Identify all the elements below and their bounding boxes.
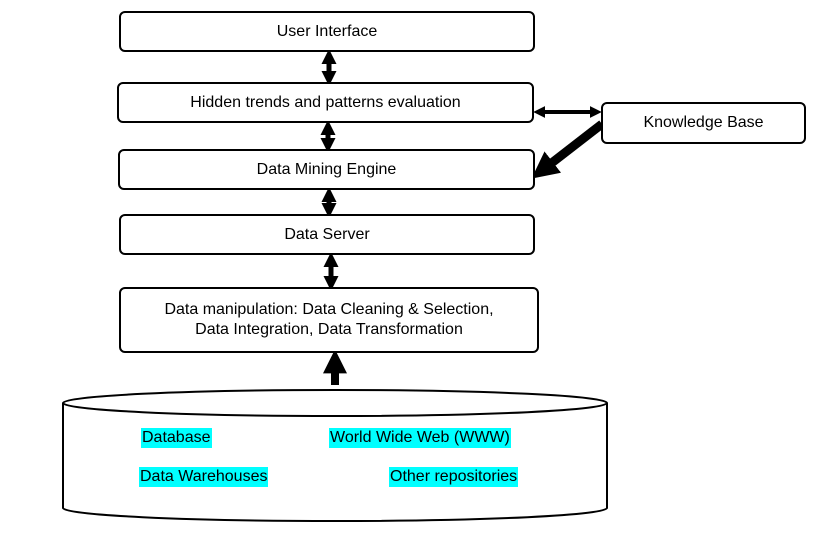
data-mining-engine-box: Data Mining Engine bbox=[118, 149, 535, 190]
knowledge-base-label: Knowledge Base bbox=[643, 114, 764, 131]
user-interface-box: User Interface bbox=[119, 11, 535, 52]
arrow-knowledge-engine bbox=[531, 120, 605, 179]
source-other-repositories: Other repositories bbox=[389, 467, 519, 487]
knowledge-base-box: Knowledge Base bbox=[601, 102, 806, 144]
data-manipulation-box: Data manipulation: Data Cleaning & Selec… bbox=[119, 287, 539, 353]
source-data-warehouses: Data Warehouses bbox=[139, 467, 269, 487]
source-www: World Wide Web (WWW) bbox=[329, 428, 511, 448]
pattern-evaluation-label: Hidden trends and patterns evaluation bbox=[190, 93, 461, 111]
user-interface-label: User Interface bbox=[276, 22, 378, 40]
data-server-label: Data Server bbox=[284, 225, 370, 243]
data-manipulation-line1: Data manipulation: Data Cleaning & Selec… bbox=[164, 301, 494, 318]
data-server-box: Data Server bbox=[119, 214, 535, 255]
data-sources-cylinder bbox=[62, 389, 608, 522]
source-database: Database bbox=[141, 428, 212, 448]
pattern-evaluation-box: Hidden trends and patterns evaluation bbox=[117, 82, 534, 123]
data-mining-engine-label: Data Mining Engine bbox=[256, 160, 397, 178]
data-manipulation-line2: Data Integration, Data Transformation bbox=[195, 321, 463, 338]
